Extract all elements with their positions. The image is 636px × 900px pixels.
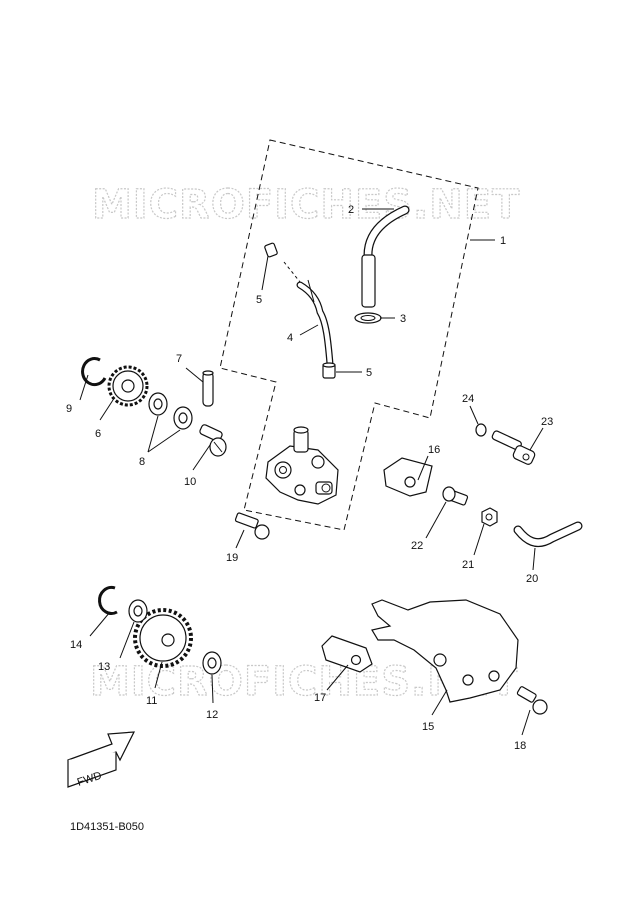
washer-8a[interactable] <box>148 392 168 416</box>
callout-12: 12 <box>206 709 218 721</box>
leader-lines <box>79 208 544 736</box>
callout-14: 14 <box>70 639 82 651</box>
callout-17: 17 <box>314 692 326 704</box>
cover-15[interactable] <box>371 599 519 703</box>
oil-pump-assembly-boundary <box>219 139 479 531</box>
diagram-code: 1D41351-B050 <box>70 821 145 833</box>
circlip-14[interactable] <box>98 585 118 615</box>
callouts: 1 2 3 4 5 5 6 7 8 9 10 11 12 13 14 15 16… <box>66 204 553 752</box>
callout-10: 10 <box>184 476 196 488</box>
callout-21: 21 <box>462 559 474 571</box>
callout-2: 2 <box>348 204 354 216</box>
pin-7[interactable] <box>202 370 214 407</box>
screw-19[interactable] <box>234 512 270 540</box>
callout-16: 16 <box>428 444 440 456</box>
callout-7: 7 <box>176 353 182 365</box>
bracket-16[interactable] <box>383 457 433 497</box>
screw-18[interactable] <box>516 686 548 715</box>
rod-end-23[interactable] <box>491 430 536 466</box>
callout-4: 4 <box>287 332 293 344</box>
pipe-4[interactable] <box>283 261 334 368</box>
callout-24: 24 <box>462 393 474 405</box>
callout-6: 6 <box>95 428 101 440</box>
washer-24[interactable] <box>475 423 487 437</box>
callout-8: 8 <box>139 456 145 468</box>
pipe-2[interactable] <box>361 205 410 308</box>
washer-13[interactable] <box>128 599 148 623</box>
callout-13: 13 <box>98 661 110 673</box>
shaft-10[interactable] <box>199 424 227 457</box>
callout-22: 22 <box>411 540 423 552</box>
callout-5-upper: 5 <box>256 294 262 306</box>
callout-5-lower: 5 <box>366 367 372 379</box>
callout-11: 11 <box>146 695 157 707</box>
callout-15: 15 <box>422 721 434 733</box>
clip-3[interactable] <box>354 312 382 324</box>
callout-1: 1 <box>500 235 506 247</box>
joint-5-lower[interactable] <box>322 362 336 379</box>
oil-pump-body[interactable] <box>265 426 339 505</box>
adjuster-22[interactable] <box>442 486 469 506</box>
nut-21[interactable] <box>481 507 498 527</box>
joint-5-upper[interactable] <box>264 242 278 258</box>
washer-8b[interactable] <box>173 406 193 430</box>
callout-20: 20 <box>526 573 538 585</box>
plate-17[interactable] <box>321 635 373 673</box>
gear-11[interactable] <box>133 608 193 668</box>
callout-18: 18 <box>514 740 526 752</box>
gear-6[interactable] <box>107 365 149 407</box>
callout-23: 23 <box>541 416 553 428</box>
callout-9: 9 <box>66 403 72 415</box>
circlip-9[interactable] <box>81 357 107 387</box>
watermark-top: MICROFICHES.NET <box>92 182 520 228</box>
callout-19: 19 <box>226 552 238 564</box>
fwd-arrow: FWD <box>67 731 136 789</box>
cable-20[interactable] <box>513 521 583 547</box>
callout-3: 3 <box>400 313 406 325</box>
washer-12[interactable] <box>202 651 222 675</box>
